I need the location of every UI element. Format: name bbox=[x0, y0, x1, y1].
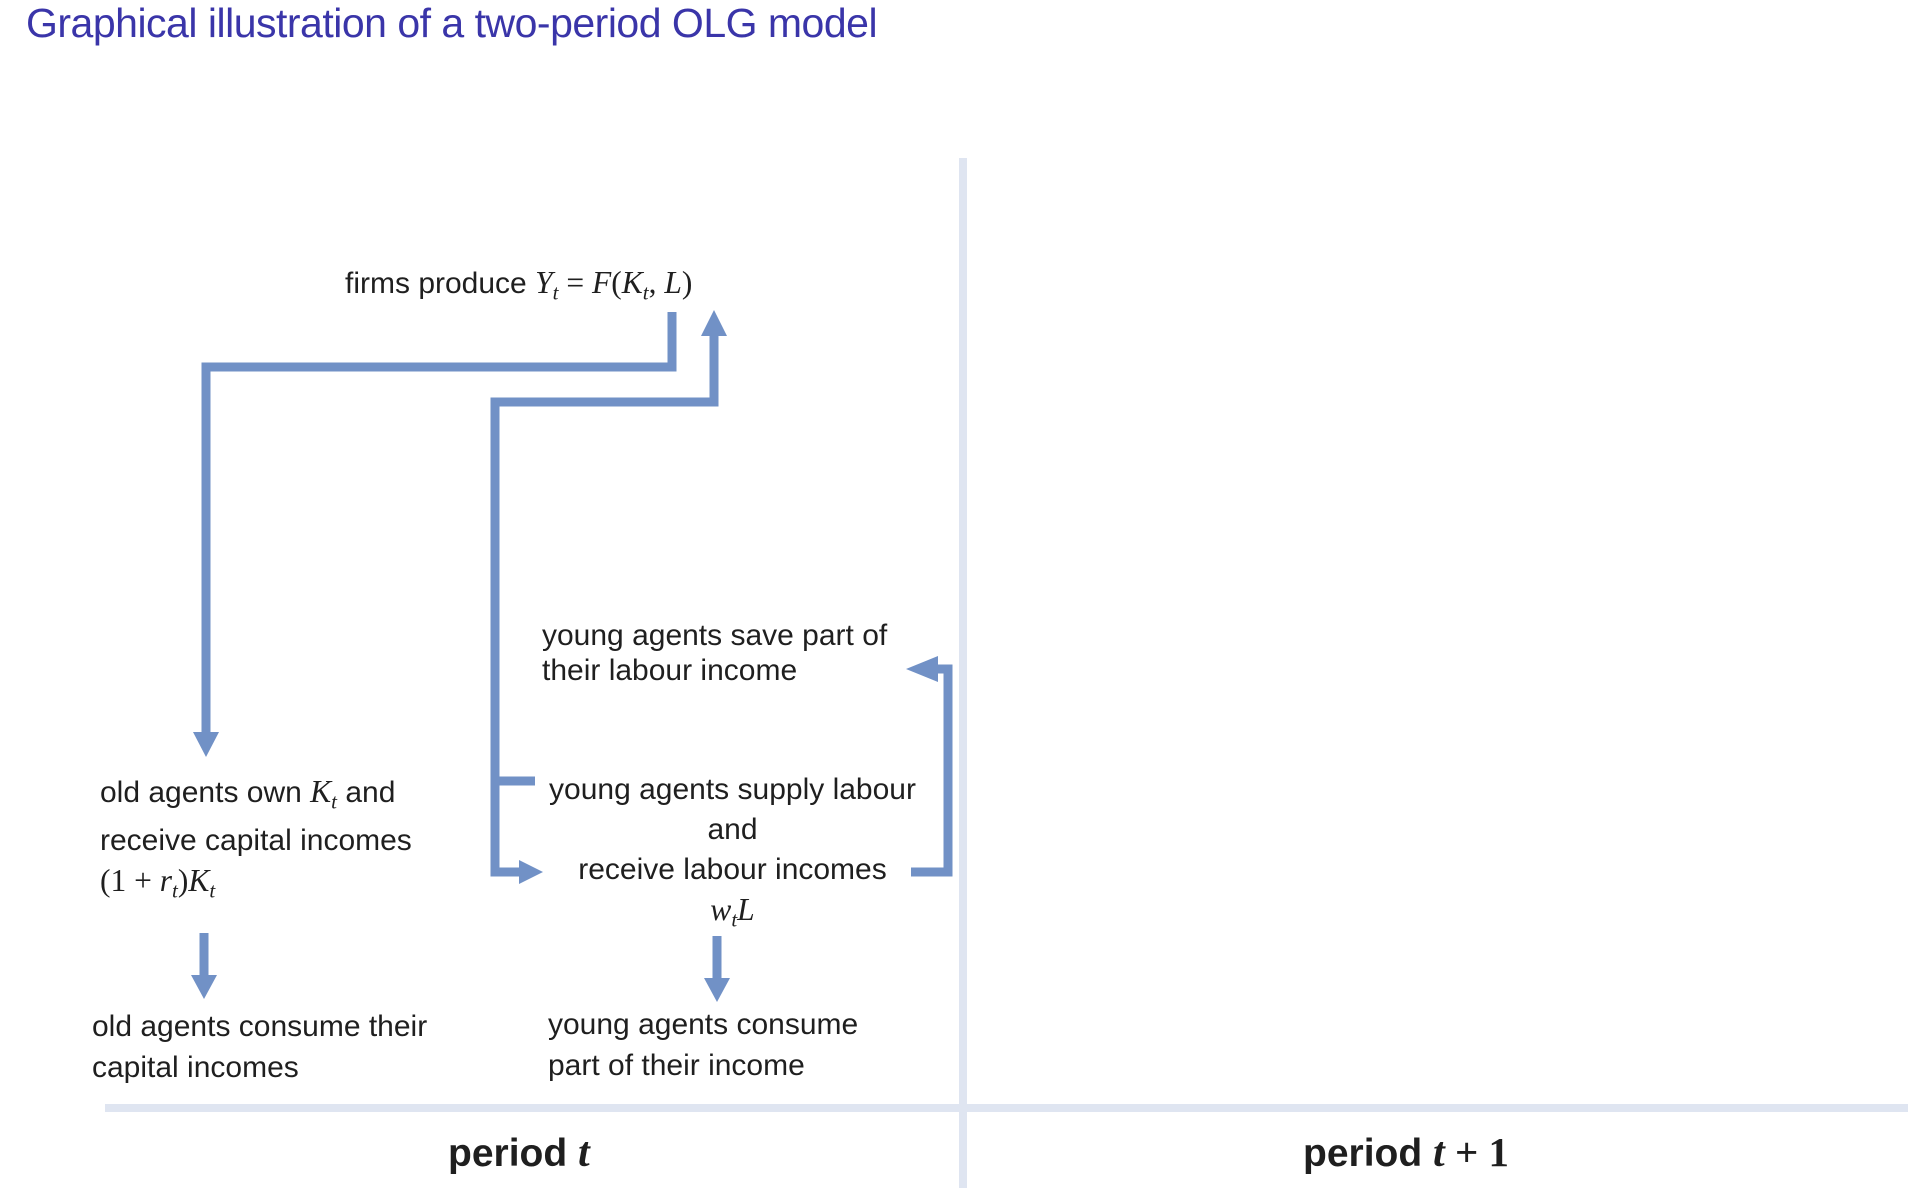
axis-label-period-t-plus-1: period t + 1 bbox=[1303, 1129, 1509, 1176]
arrow-labour-to-production-and-income bbox=[490, 310, 727, 884]
arrow-capital-income-to-consumption bbox=[191, 933, 217, 999]
node-old-agents-own: old agents own Kt and receive capital in… bbox=[100, 772, 412, 911]
node-line: young agents supply labour bbox=[549, 773, 916, 806]
arrow-labour-income-to-savings bbox=[906, 656, 953, 877]
node-young-agents-save: young agents save part of their labour i… bbox=[542, 618, 887, 688]
node-firms-produce: firms produce Yt = F(Kt, L) bbox=[345, 265, 693, 305]
arrowhead-up-icon bbox=[701, 310, 727, 336]
axis-label-period-t: period t bbox=[448, 1129, 590, 1176]
node-line: young agents save part of bbox=[542, 619, 888, 652]
node-line: wtL bbox=[710, 892, 755, 932]
arrowhead-down-icon bbox=[191, 975, 217, 999]
node-line: and bbox=[707, 813, 758, 846]
node-young-agents-consume: young agents consume part of their incom… bbox=[548, 1004, 858, 1086]
arrowhead-left-icon bbox=[906, 656, 938, 682]
page-title: Graphical illustration of a two-period O… bbox=[26, 0, 878, 46]
node-old-agents-consume: old agents consume their capital incomes bbox=[92, 1006, 427, 1088]
arrowhead-down-icon bbox=[193, 732, 219, 757]
arrow-wage-income-to-consumption bbox=[704, 936, 730, 1002]
node-line: part of their income bbox=[548, 1049, 805, 1082]
node-line: (1 + rt)Kt bbox=[100, 863, 216, 903]
arrow-production-to-old-agents bbox=[193, 312, 677, 757]
node-line: capital incomes bbox=[92, 1051, 299, 1084]
node-line: their labour income bbox=[542, 654, 798, 687]
arrowhead-right-icon bbox=[519, 860, 543, 884]
node-line: receive labour incomes bbox=[578, 853, 887, 886]
node-young-agents-supply: young agents supply labour and receive l… bbox=[530, 770, 935, 939]
node-line: old agents own Kt and bbox=[100, 774, 396, 814]
node-line: receive capital incomes bbox=[100, 824, 412, 858]
node-line: young agents consume bbox=[548, 1008, 859, 1041]
arrowhead-down-icon bbox=[704, 978, 730, 1002]
node-line: old agents consume their bbox=[92, 1010, 428, 1043]
